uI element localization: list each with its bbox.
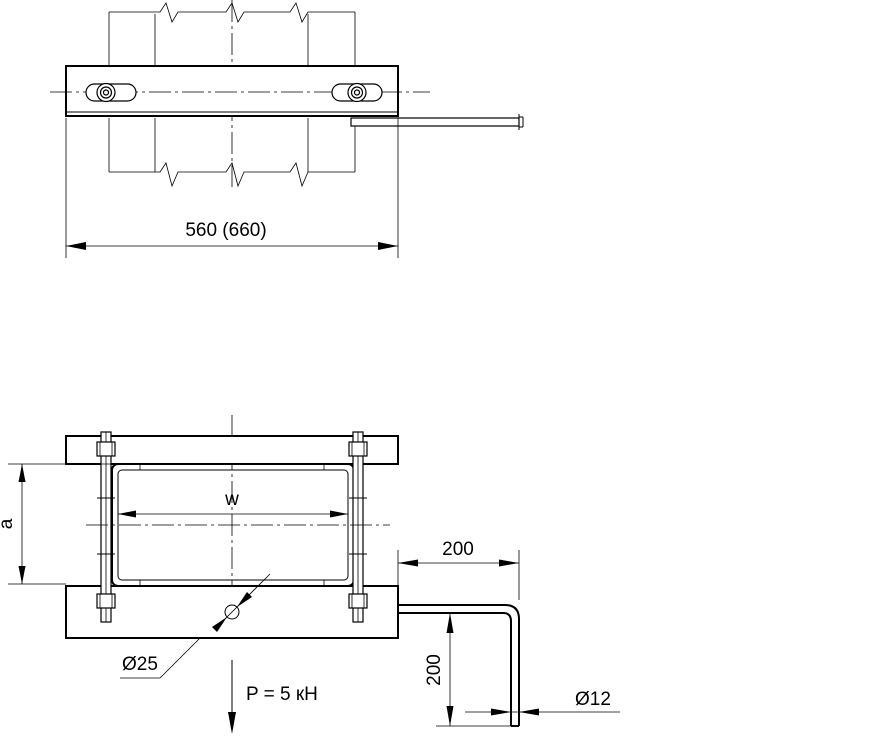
load-arrow: P = 5 кН (228, 660, 318, 734)
rod-diameter-label: Ø12 (575, 689, 611, 710)
bolt-left-top (85, 82, 137, 103)
dimension-height: a (0, 463, 112, 585)
clamp-plate-upper (65, 435, 399, 465)
arm-front-view (398, 604, 520, 727)
bolt-right-front (348, 431, 368, 623)
top-view: 560 (660) (50, 0, 524, 258)
load-label: P = 5 кН (246, 684, 318, 705)
hole-load-point: Ø25 (120, 573, 271, 679)
arm-top-view (350, 114, 524, 130)
arm-vertical-label: 200 (424, 654, 445, 686)
dimension-rod-diameter: Ø12 (465, 689, 620, 716)
dimension-length: 560 (660) (65, 118, 399, 258)
hole-diameter-label: Ø25 (122, 654, 158, 675)
dimension-width: w (118, 489, 348, 518)
arm-horizontal-label: 200 (442, 539, 474, 560)
front-view: w a Ø25 P = 5 кН (0, 415, 620, 734)
height-label: a (0, 518, 17, 529)
beam-outline-top (108, 2, 356, 188)
width-label: w (224, 489, 239, 510)
bolt-right-top (331, 82, 383, 103)
length-label: 560 (660) (185, 220, 266, 241)
dimension-arm-vertical: 200 (424, 613, 511, 727)
dimension-arm-horizontal: 200 (397, 539, 520, 605)
